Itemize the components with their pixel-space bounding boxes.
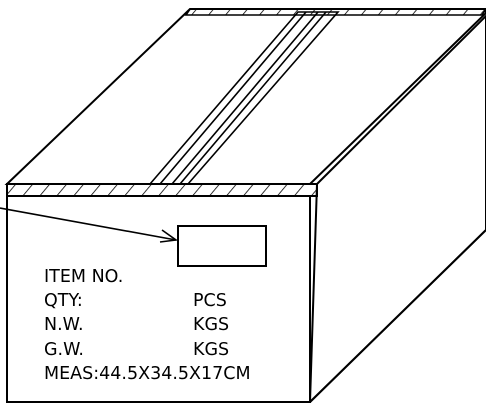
- top-tape-inner-line-2: [171, 11, 319, 185]
- carton-front-face: [6, 195, 311, 403]
- leader-arrowhead: [159, 229, 179, 243]
- nw-label: N.W.: [44, 315, 84, 335]
- item-no-label: ITEM NO.: [44, 267, 123, 287]
- front-edge-tape: [6, 183, 318, 197]
- nw-unit: KGS: [193, 315, 229, 335]
- qty-unit: PCS: [193, 291, 227, 311]
- top-tape-inner-line-3: [179, 11, 327, 185]
- gw-label: G.W.: [44, 340, 84, 360]
- top-tape-inner-line-1: [159, 11, 307, 185]
- gw-unit: KGS: [193, 340, 229, 360]
- marking-label-box: [177, 225, 267, 267]
- leader-line: [0, 207, 177, 241]
- carton-side-face: [308, 14, 486, 403]
- qty-label: QTY:: [44, 291, 83, 311]
- meas-text: MEAS:44.5X34.5X17CM: [44, 364, 251, 384]
- side-face-bottom-edge: [308, 228, 486, 403]
